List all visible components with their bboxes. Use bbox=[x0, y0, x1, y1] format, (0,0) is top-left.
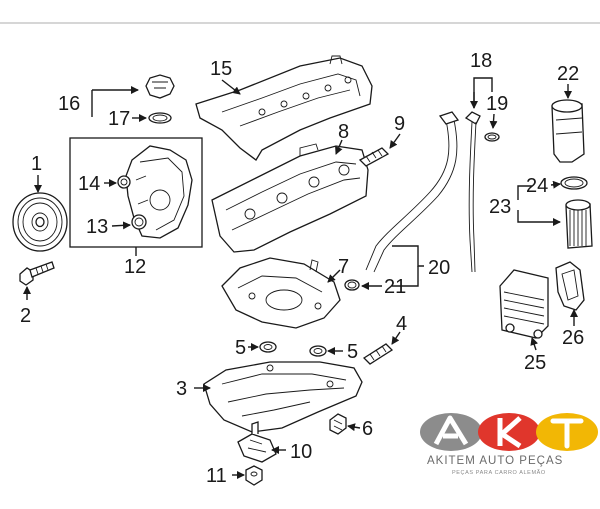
callout-2: 2 bbox=[20, 305, 31, 327]
cooler-gasket-part bbox=[555, 261, 585, 311]
logo-glyph-k bbox=[497, 416, 522, 449]
filter-seal-part bbox=[560, 176, 588, 190]
callout-3: 3 bbox=[176, 378, 187, 400]
logo-tagline: PEÇAS PARA CARRO ALEMÃO bbox=[452, 469, 546, 476]
seal-5b-part bbox=[309, 345, 327, 357]
callout-24: 24 bbox=[526, 175, 548, 197]
callout-9: 9 bbox=[394, 113, 405, 135]
callout-1: 1 bbox=[31, 153, 42, 175]
callout-17: 17 bbox=[108, 108, 130, 130]
seal-13-part bbox=[131, 214, 147, 230]
callout-21: 21 bbox=[384, 276, 406, 298]
oil-pan-part bbox=[203, 361, 363, 433]
dipstick-part bbox=[464, 111, 481, 273]
callout-10: 10 bbox=[290, 441, 312, 463]
dipstick-tube-part bbox=[365, 111, 460, 273]
top-band bbox=[0, 0, 600, 24]
logo-oval-red bbox=[478, 413, 540, 451]
oil-pump-part bbox=[221, 257, 341, 329]
logo-name: AKITEM AUTO PEÇAS bbox=[427, 455, 563, 467]
callout-18: 18 bbox=[470, 50, 492, 72]
leader-24 bbox=[550, 180, 561, 189]
cap-seal-part bbox=[148, 112, 172, 124]
callout-12: 12 bbox=[124, 256, 146, 278]
level-sensor-part bbox=[237, 421, 277, 463]
logo-glyph-a bbox=[433, 415, 469, 446]
callout-5b: 5 bbox=[347, 341, 358, 363]
bracket-20b bbox=[392, 266, 419, 287]
timing-cover-part bbox=[125, 145, 193, 239]
callout-7: 7 bbox=[338, 256, 349, 278]
callout-4: 4 bbox=[396, 313, 407, 335]
callout-8: 8 bbox=[338, 121, 349, 143]
tube-seal-part bbox=[344, 279, 360, 291]
callout-19: 19 bbox=[486, 93, 508, 115]
leader-25 bbox=[530, 337, 539, 351]
leader-4 bbox=[391, 331, 401, 345]
akitem-logo: AKITEM AUTO PEÇAS PEÇAS PARA CARRO ALEMÃ… bbox=[420, 413, 598, 476]
leader-19 bbox=[489, 113, 498, 129]
dipstick-seal-part bbox=[484, 132, 500, 142]
callout-5a: 5 bbox=[235, 337, 246, 359]
callout-14: 14 bbox=[78, 173, 100, 195]
bracket-23b bbox=[517, 210, 561, 226]
filter-element-part bbox=[565, 199, 593, 249]
callout-23: 23 bbox=[489, 196, 511, 218]
callout-6: 6 bbox=[362, 418, 373, 440]
callout-16: 16 bbox=[58, 93, 80, 115]
bolt-part bbox=[19, 261, 55, 286]
sensor-9-part bbox=[358, 147, 390, 167]
oil-cap-part bbox=[145, 74, 175, 99]
drain-plug-part bbox=[329, 413, 347, 435]
callout-26: 26 bbox=[562, 327, 584, 349]
callout-11: 11 bbox=[206, 465, 227, 487]
logo-glyph-t bbox=[550, 418, 584, 449]
seal-5a-part bbox=[259, 341, 277, 353]
pulley-part bbox=[12, 192, 68, 252]
leader-8 bbox=[335, 139, 343, 155]
callout-25: 25 bbox=[524, 352, 546, 374]
bracket-20 bbox=[392, 245, 424, 267]
callout-13: 13 bbox=[86, 216, 108, 238]
callout-20: 20 bbox=[428, 257, 450, 279]
bracket-23 bbox=[517, 185, 532, 200]
leader-13 bbox=[111, 221, 131, 230]
valve-cover-part bbox=[195, 55, 373, 161]
leader-6 bbox=[347, 423, 361, 432]
callout-15: 15 bbox=[210, 58, 232, 80]
cam-carrier-part bbox=[211, 143, 369, 253]
nut-part bbox=[245, 465, 263, 486]
leader-15 bbox=[221, 79, 241, 95]
seal-14-part bbox=[117, 175, 131, 189]
leader-9 bbox=[389, 133, 401, 149]
oil-filter-22-part bbox=[551, 99, 585, 163]
sensor-4-part bbox=[362, 343, 394, 365]
callout-22: 22 bbox=[557, 63, 579, 85]
leader-7 bbox=[327, 269, 341, 283]
oil-cooler-part bbox=[499, 269, 549, 339]
